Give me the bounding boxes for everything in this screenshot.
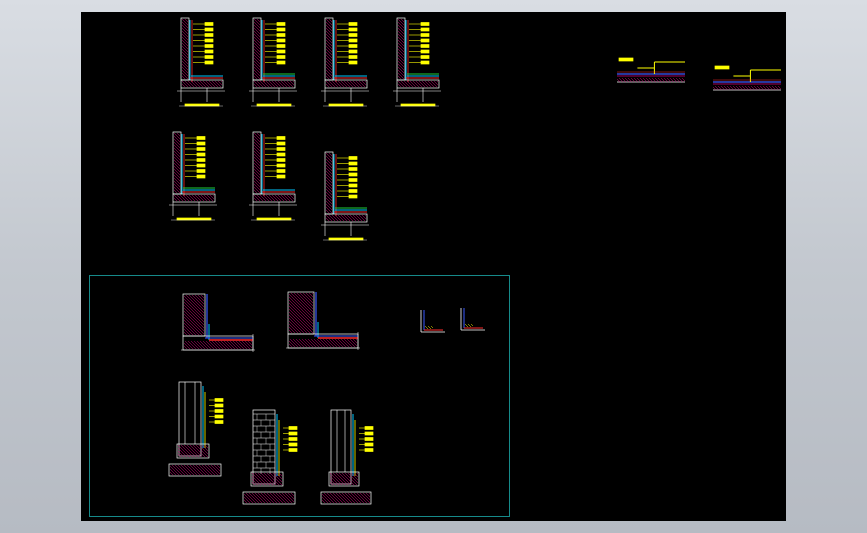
detail-mid-2[interactable] (249, 131, 297, 221)
detail-top-3[interactable] (321, 17, 369, 107)
drawing-canvas[interactable] (81, 12, 786, 521)
frame-base-1[interactable] (168, 381, 224, 477)
step-detail-2[interactable] (712, 65, 782, 91)
frame-mini-1[interactable] (420, 310, 445, 333)
detail-top-2[interactable] (249, 17, 297, 107)
cad-drawing (168, 17, 782, 505)
frame-corner-2[interactable] (286, 291, 360, 350)
detail-mid-3[interactable] (321, 151, 369, 241)
detail-mid-1[interactable] (169, 131, 217, 221)
frame-base-2[interactable] (242, 409, 298, 505)
detail-top-1[interactable] (177, 17, 225, 107)
detail-top-4[interactable] (393, 17, 441, 107)
step-detail-1[interactable] (616, 57, 686, 83)
frame-corner-1[interactable] (181, 293, 255, 352)
frame-base-3[interactable] (320, 409, 374, 505)
frame-mini-2[interactable] (460, 308, 485, 331)
